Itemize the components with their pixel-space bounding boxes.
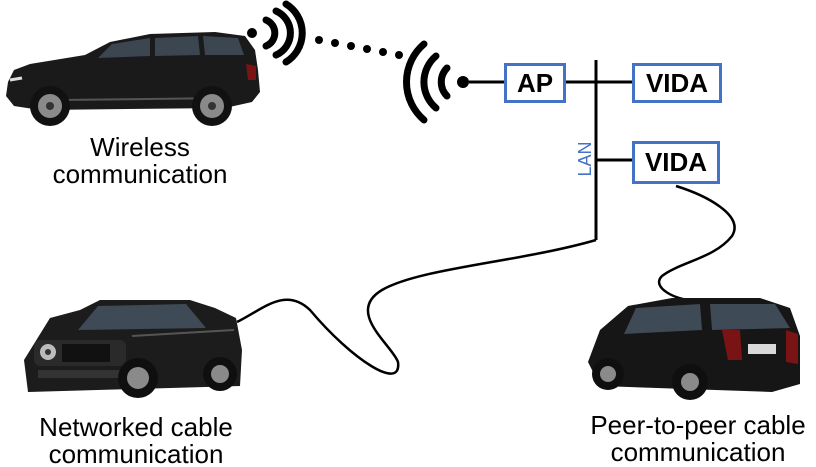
wireless-caption: Wireless communication [40, 134, 240, 188]
p2p-caption-line2: communication [610, 437, 786, 467]
ap-box: AP [504, 63, 566, 103]
vida-label-bottom: VIDA [644, 147, 708, 177]
networked-caption-line2: communication [48, 439, 224, 467]
lan-label: LAN [575, 141, 595, 177]
wireless-caption-line2: communication [52, 159, 228, 189]
p2p-cable [658, 184, 736, 302]
networked-caption: Networked cable communication [16, 414, 256, 467]
ap-label: AP [516, 67, 554, 98]
p2p-caption-line1: Peer-to-peer cable [590, 410, 806, 440]
p2p-caption: Peer-to-peer cable communication [584, 412, 812, 466]
wireless-car-icon [6, 32, 260, 126]
vida-box-top: VIDA [632, 63, 722, 103]
wireless-link-dots [315, 36, 403, 59]
lan-bus [566, 60, 632, 240]
vida-box-bottom: VIDA [632, 141, 720, 184]
car-signal-icon [247, 0, 306, 66]
networked-car-icon [24, 300, 242, 398]
networked-caption-line1: Networked cable [39, 412, 233, 442]
ap-signal-icon [403, 40, 469, 124]
networked-cable [236, 238, 597, 375]
p2p-car-icon [588, 298, 800, 400]
wireless-caption-line1: Wireless [90, 132, 190, 162]
vida-label-top: VIDA [645, 67, 709, 98]
